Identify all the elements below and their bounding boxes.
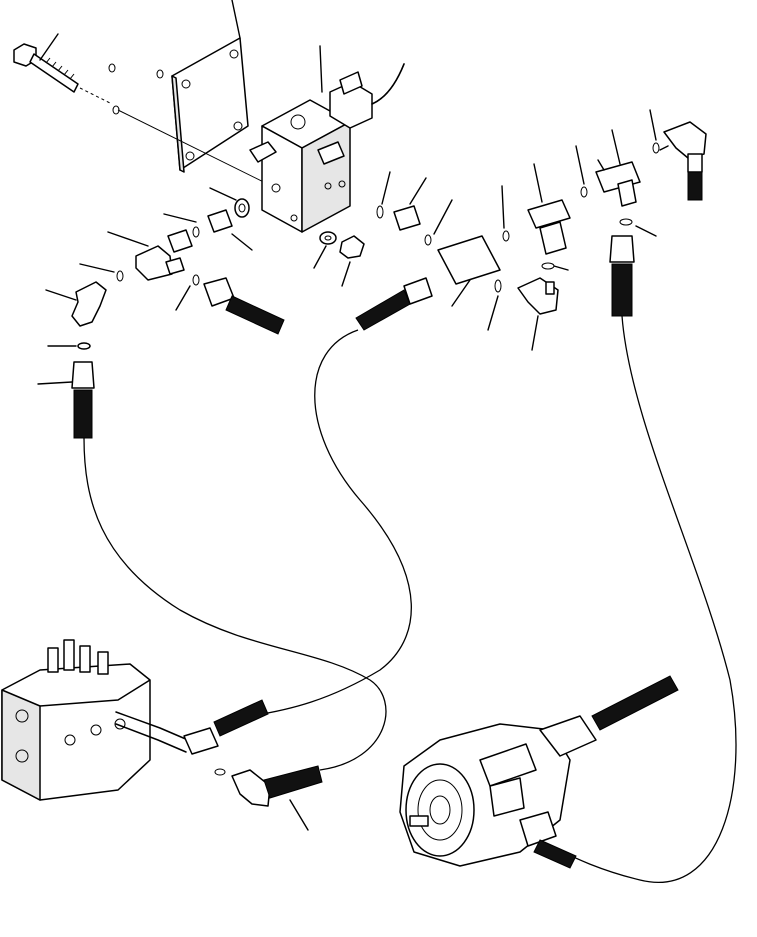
center-fittings: [355, 205, 502, 331]
callout-leaders: [37, 0, 669, 831]
callout-leader: [597, 159, 605, 171]
mounting-bolt: [13, 43, 79, 93]
callout-leader: [45, 289, 77, 301]
callout-leader: [313, 245, 327, 269]
callout-leader: [107, 231, 149, 247]
right-tee-fittings: [502, 121, 707, 317]
left-fittings: [71, 198, 250, 439]
callout-leader: [381, 171, 391, 205]
solenoid-coil: [329, 63, 405, 129]
callout-leader: [533, 163, 543, 203]
control-valve-hoses: [213, 699, 323, 807]
callout-leader: [433, 199, 453, 235]
mounting-plate: [108, 37, 249, 173]
hydraulic-pump: [399, 675, 679, 869]
callout-leader: [611, 129, 621, 165]
callout-leader: [163, 213, 197, 223]
callout-leader: [209, 187, 237, 201]
callout-leader: [231, 0, 241, 39]
callout-leader: [341, 261, 351, 287]
callout-leader: [659, 145, 669, 151]
callout-leader: [289, 799, 309, 831]
callout-leader: [39, 33, 59, 61]
callout-leader: [37, 381, 73, 385]
callout-leader: [649, 109, 657, 141]
callout-leader: [575, 145, 585, 185]
callout-leader: [319, 45, 323, 93]
callout-leader: [531, 315, 539, 351]
left-short-hose: [225, 295, 285, 335]
callout-leader: [501, 185, 505, 229]
callout-leader: [175, 285, 191, 311]
bolt-axis-line: [79, 87, 113, 105]
callout-leader: [635, 225, 657, 237]
callout-leader: [79, 263, 115, 273]
callout-leader: [487, 295, 499, 331]
control-valve: [1, 639, 219, 801]
callout-leader: [451, 279, 471, 307]
callout-leader: [409, 177, 427, 205]
callout-leader: [553, 265, 569, 271]
center-right-elbow: [517, 277, 559, 315]
callout-leader: [231, 233, 253, 251]
washer-and-nut: [319, 231, 365, 259]
